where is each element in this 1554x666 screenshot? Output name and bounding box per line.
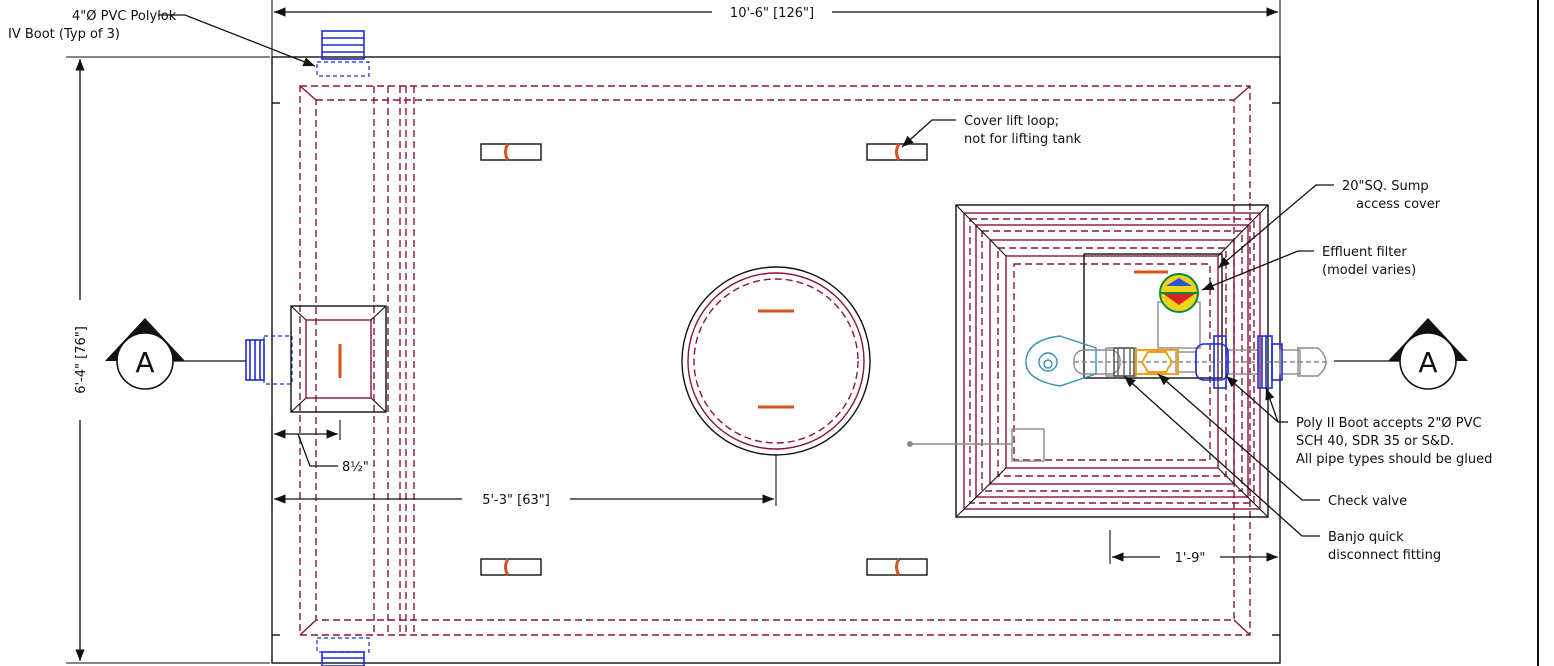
callout-boot-line1: 4"Ø PVC Polylok bbox=[72, 9, 177, 24]
section-mark-right-label: A bbox=[1418, 346, 1437, 379]
tank-outline bbox=[271, 56, 1281, 664]
dim-boot-offset: 8½" bbox=[274, 420, 369, 475]
inlet-inspection-box bbox=[290, 305, 387, 413]
poly-boot-inner bbox=[1195, 335, 1229, 389]
callout-check-valve: Check valve bbox=[1328, 494, 1407, 509]
tank-inner-walls bbox=[299, 85, 1251, 636]
callout-sump: 20"SQ. Sump access cover bbox=[1217, 179, 1441, 269]
dim-overall-length: 10'-6" [126"] bbox=[271, 0, 1281, 57]
cover-lift-loop-bottom-left bbox=[480, 558, 542, 576]
callout-lift-loop: Cover lift loop; not for lifting tank bbox=[901, 114, 1082, 148]
callout-banjo: Banjo quick disconnect fitting bbox=[1123, 375, 1441, 563]
callout-filter-line1: Effluent filter bbox=[1322, 245, 1407, 260]
center-access-riser bbox=[681, 266, 871, 456]
section-mark-right: A bbox=[1334, 318, 1468, 390]
alarm-probe bbox=[907, 428, 1045, 462]
boot-offset-label: 8½" bbox=[342, 460, 369, 475]
sump-access-cover bbox=[1083, 253, 1223, 379]
dim-sump-offset: 1'-9" bbox=[1109, 530, 1278, 566]
pump-sump bbox=[955, 204, 1269, 518]
dim-overall-width: 6'-4" [76"] bbox=[66, 56, 270, 664]
effluent-filter bbox=[1157, 273, 1201, 349]
callout-poly-boot: Poly II Boot accepts 2"Ø PVC SCH 40, SDR… bbox=[1225, 375, 1492, 467]
callout-sump-line1: 20"SQ. Sump bbox=[1342, 179, 1429, 194]
section-mark-left-label: A bbox=[135, 346, 154, 379]
cover-lift-loop-bottom-right bbox=[866, 558, 928, 576]
callout-filter: Effluent filter (model varies) bbox=[1201, 245, 1416, 291]
callout-boot-line2: IV Boot (Typ of 3) bbox=[8, 27, 120, 42]
cover-lift-loop-top-right bbox=[866, 143, 928, 161]
overall-width-label: 6'-4" [76"] bbox=[74, 326, 89, 394]
callout-banjo-line1: Banjo quick bbox=[1328, 530, 1404, 545]
overall-length-label: 10'-6" [126"] bbox=[730, 6, 814, 21]
bottom-inlet-boot bbox=[316, 637, 370, 666]
sump-offset-label: 1'-9" bbox=[1175, 551, 1206, 566]
left-inlet-boot bbox=[245, 335, 293, 385]
callout-poly-line2: SCH 40, SDR 35 or S&D. bbox=[1296, 434, 1454, 449]
callout-check-valve: Check valve bbox=[1157, 373, 1407, 509]
poly-boot-outer bbox=[1257, 335, 1283, 389]
callout-filter-line2: (model varies) bbox=[1322, 263, 1416, 278]
callout-banjo-line2: disconnect fitting bbox=[1328, 548, 1441, 563]
cover-lift-loop-top-left bbox=[480, 143, 542, 161]
top-inlet-boot bbox=[316, 30, 370, 77]
callout-lift-line2: not for lifting tank bbox=[964, 132, 1082, 147]
discharge-pipe bbox=[1073, 347, 1330, 377]
check-valve bbox=[1135, 349, 1179, 375]
callout-lift-line1: Cover lift loop; bbox=[964, 114, 1059, 129]
riser-offset-label: 5'-3" [63"] bbox=[482, 493, 550, 508]
section-mark-left: A bbox=[105, 318, 246, 390]
float-switch bbox=[1025, 335, 1097, 387]
callout-poly-line3: All pipe types should be glued bbox=[1296, 452, 1492, 467]
callout-sump-line2: access cover bbox=[1356, 197, 1441, 212]
callout-boot: 4"Ø PVC Polylok IV Boot (Typ of 3) bbox=[8, 9, 316, 67]
callout-poly-line1: Poly II Boot accepts 2"Ø PVC bbox=[1296, 416, 1482, 431]
dim-riser-offset: 5'-3" [63"] bbox=[271, 420, 777, 508]
